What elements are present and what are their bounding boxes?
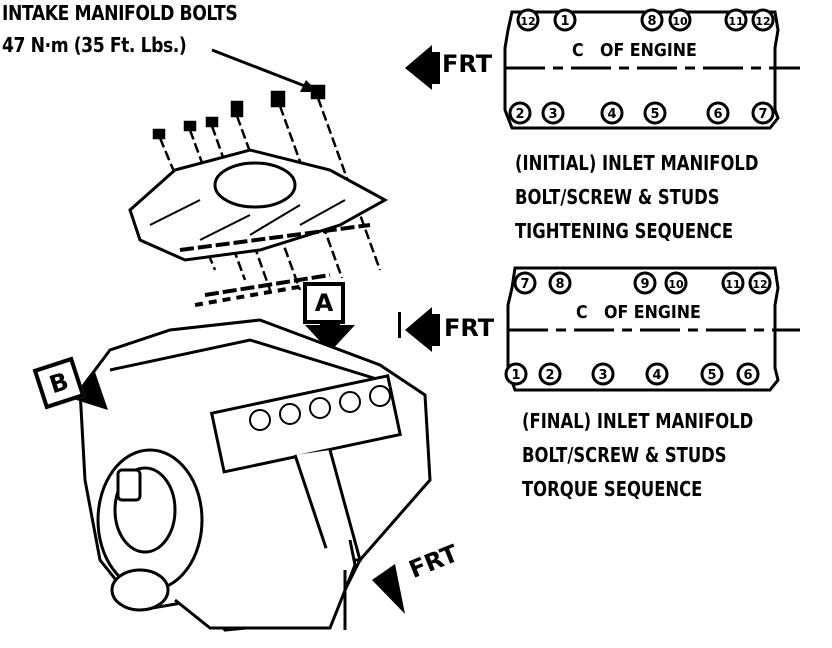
frt-arrow-initial [405,45,432,90]
final-top-bolt-circle [513,271,537,295]
initial-top-bolt-circle [516,8,540,32]
timing-cover [96,448,204,612]
initial-bottom-bolts: 2 3 4 5 6 7 [508,101,775,125]
view-a-label: A [303,282,345,324]
final-bottom-bolt-number: 2 [545,368,554,383]
centerline-label-initial: OF ENGINE [600,40,697,61]
final-top-bolt-circle [748,271,772,295]
final-top-bolt-circle [721,271,745,295]
final-top-bolt-number: 7 [520,277,529,292]
final-bottom-bolt-circle [645,362,669,386]
initial-top-bolt-number: 10 [672,15,688,28]
final-top-bolt-number: 10 [668,278,684,291]
final-top-bolt-circle [548,271,572,295]
initial-caption: (INITIAL) INLET MANIFOLD BOLT/SCREW & ST… [515,146,758,248]
centerline-symbol-final: C [576,302,588,323]
final-top-bolts: 7 8 9 10 11 12 [513,271,772,295]
final-top-bolt-number: 9 [640,277,649,292]
initial-top-bolt-number: 8 [647,14,656,29]
initial-caption-line-3: TIGHTENING SEQUENCE [515,219,734,243]
frt-arrow-final [405,307,432,352]
initial-bottom-bolt-circle [541,101,565,125]
final-bottom-bolt-circle [591,362,615,386]
final-top-bolt-number: 8 [555,277,564,292]
initial-top-bolt-number: 11 [728,15,743,28]
initial-bottom-bolt-number: 2 [515,107,524,122]
initial-top-bolt-circle [751,8,775,32]
initial-top-bolt-number: 1 [560,14,569,29]
initial-caption-line-2: BOLT/SCREW & STUDS [515,185,720,209]
initial-top-bolt-circle [553,8,577,32]
frt-arrow-engine [372,564,405,614]
view-a-arrow [305,325,355,352]
final-top-bolt-number: 12 [752,278,767,291]
initial-bottom-bolt-number: 6 [713,107,722,122]
frt-label-final: FRT [444,314,495,342]
final-sequence-diagram [398,266,800,392]
final-top-bolt-circle [664,271,688,295]
callout-title: INTAKE MANIFOLD BOLTS [2,1,238,25]
final-bottom-bolt-circle [736,362,760,386]
final-bottom-bolt-number: 1 [511,368,520,383]
final-bottom-bolts: 1 2 3 4 5 6 [504,362,760,386]
initial-bottom-bolt-number: 5 [650,107,659,122]
initial-caption-line-1: (INITIAL) INLET MANIFOLD [515,151,759,175]
initial-bottom-bolt-number: 3 [548,107,557,122]
final-bottom-bolt-number: 5 [707,368,716,383]
initial-bottom-bolt-circle [751,101,775,125]
initial-top-bolt-circle [668,8,692,32]
initial-bottom-bolt-circle [643,101,667,125]
callout-leader-line [211,48,311,90]
final-top-bolt-number: 11 [725,278,740,291]
initial-top-bolt-circle [640,8,664,32]
centerline-label-final: OF ENGINE [604,302,701,323]
final-top-bolt-circle [633,271,657,295]
intake-manifold [128,148,389,262]
initial-bottom-bolt-number: 4 [607,107,616,122]
initial-top-bolt-circle [724,8,748,32]
initial-sequence-diagram [405,10,800,130]
initial-top-bolt-number: 12 [755,15,770,28]
initial-top-bolt-number: 12 [520,15,535,28]
final-bottom-bolt-circle [700,362,724,386]
manifold-gaskets [179,223,371,307]
initial-bottom-bolt-circle [706,101,730,125]
view-b-arrow [70,372,108,410]
initial-top-bolts: 12 1 8 10 11 12 [516,8,775,32]
centerline-symbol-initial: C [572,40,584,61]
final-bottom-bolt-circle [504,362,528,386]
initial-bottom-bolt-number: 7 [758,107,767,122]
final-caption: (FINAL) INLET MANIFOLD BOLT/SCREW & STUD… [522,404,753,506]
final-bottom-bolt-number: 4 [652,368,661,383]
oil-pan [174,539,357,630]
final-bottom-bolt-number: 3 [598,368,607,383]
callout-torque: 47 N·m (35 Ft. Lbs.) [2,33,187,57]
initial-bottom-bolt-circle [600,101,624,125]
final-bottom-bolt-circle [538,362,562,386]
final-caption-line-3: TORQUE SEQUENCE [522,477,703,501]
final-bottom-bolt-number: 6 [743,368,752,383]
initial-bottom-bolt-circle [508,101,532,125]
frt-label-initial: FRT [442,50,493,78]
final-caption-line-1: (FINAL) INLET MANIFOLD [522,409,754,433]
final-caption-line-2: BOLT/SCREW & STUDS [522,443,727,467]
